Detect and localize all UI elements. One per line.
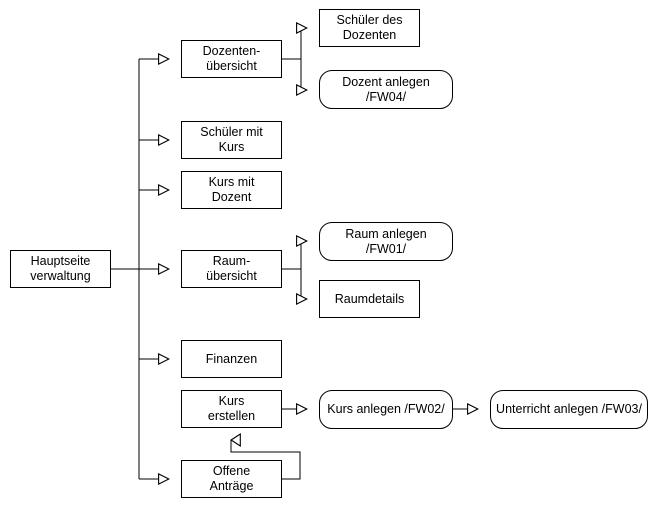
node-hauptseite-verwaltung[interactable]: Hauptseite verwaltung: [10, 250, 111, 288]
node-raum-anlegen-fw01[interactable]: Raum anlegen /FW01/: [319, 222, 453, 261]
node-unterricht-anlegen-fw03[interactable]: Unterricht anlegen /FW03/: [490, 390, 648, 429]
node-label: Kurs erstellen: [207, 394, 256, 423]
edge-offene-antraege-to-kurs-erstellen: [231, 440, 301, 480]
node-label: Finanzen: [205, 351, 258, 366]
node-kurs-mit-dozent[interactable]: Kurs mit Dozent: [181, 171, 282, 209]
node-kurs-erstellen[interactable]: Kurs erstellen: [181, 390, 282, 428]
node-finanzen[interactable]: Finanzen: [181, 340, 282, 378]
node-schueler-des-dozenten[interactable]: Schüler des Dozenten: [319, 9, 420, 47]
node-label: Dozenten- übersicht: [202, 44, 261, 73]
node-raum-uebersicht[interactable]: Raum- übersicht: [181, 250, 282, 288]
node-label: Kurs mit Dozent: [208, 175, 255, 204]
node-schueler-mit-kurs[interactable]: Schüler mit Kurs: [181, 121, 282, 159]
node-dozent-anlegen-fw04[interactable]: Dozent anlegen /FW04/: [319, 70, 453, 109]
node-label: Offene Anträge: [209, 464, 254, 493]
node-label: Unterricht anlegen /FW03/: [496, 402, 642, 416]
node-label: Raum- übersicht: [206, 254, 257, 283]
node-label: Schüler des Dozenten: [336, 13, 403, 42]
node-label: Dozent anlegen /FW04/: [342, 74, 430, 104]
node-kurs-anlegen-fw02[interactable]: Kurs anlegen /FW02/: [319, 390, 453, 429]
node-label: Schüler mit Kurs: [200, 125, 263, 154]
node-raumdetails[interactable]: Raumdetails: [319, 280, 420, 318]
node-label: Hauptseite verwaltung: [30, 254, 91, 283]
node-label: Raum anlegen /FW01/: [345, 226, 427, 256]
node-label: Raumdetails: [334, 291, 405, 306]
node-dozenten-uebersicht[interactable]: Dozenten- übersicht: [181, 40, 282, 78]
node-label: Kurs anlegen /FW02/: [327, 402, 445, 416]
node-offene-antraege[interactable]: Offene Anträge: [181, 460, 282, 498]
